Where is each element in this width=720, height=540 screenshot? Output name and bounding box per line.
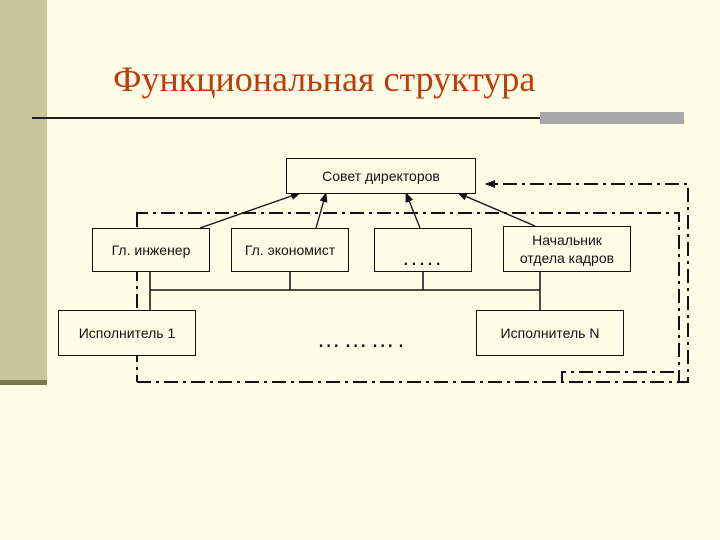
- hr-head-box: Начальник отдела кадров: [503, 226, 631, 272]
- feedback-loop-to-board: [485, 180, 689, 383]
- executor-n-box: Исполнитель N: [476, 310, 624, 356]
- arrow-engineer-to-board: [199, 192, 301, 229]
- hr-head-line-2: отдела кадров: [519, 250, 615, 266]
- arrow-economist-to-board: [315, 192, 328, 229]
- hr-head-line-1: Начальник: [532, 232, 602, 248]
- arrow-hr-to-board: [457, 192, 536, 227]
- board-of-directors-box: Совет директоров: [286, 158, 476, 194]
- title-underline: [32, 117, 682, 119]
- unnamed-role-box: .....: [374, 228, 472, 272]
- feedback-loop-tail: [561, 371, 679, 382]
- sidebar-decoration-base: [0, 380, 47, 385]
- feedback-loop-inner: [136, 212, 680, 383]
- sidebar-decoration: [0, 0, 47, 380]
- chief-engineer-box: Гл. инженер: [92, 228, 210, 272]
- chief-economist-box: Гл. экономист: [231, 228, 349, 272]
- arrow-middle-to-board: [405, 192, 421, 229]
- slide-title: Функциональная структура: [113, 59, 536, 99]
- executors-ellipsis: ……….: [316, 326, 408, 353]
- executor-1-box: Исполнитель 1: [58, 310, 196, 356]
- title-accent-bar: [540, 112, 684, 124]
